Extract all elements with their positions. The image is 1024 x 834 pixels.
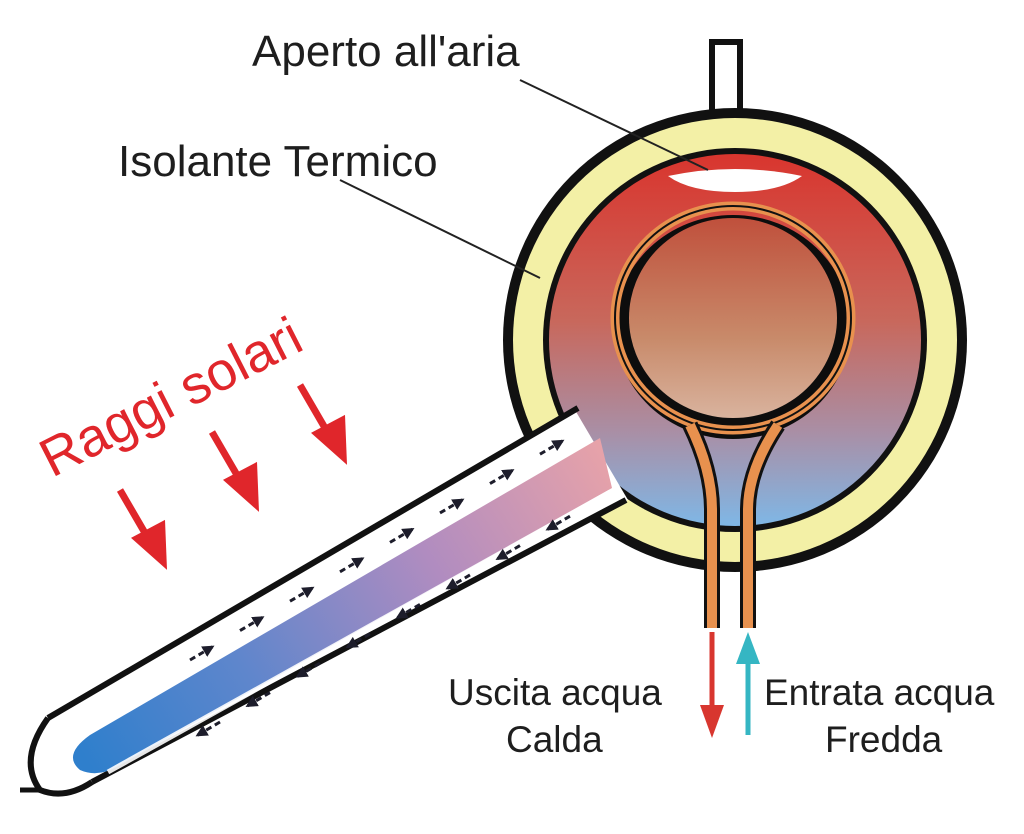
flow-arrow xyxy=(389,527,415,544)
flow-arrow xyxy=(295,661,321,678)
hot-water-out-label-2: Calda xyxy=(506,719,603,760)
insulation-label: Isolante Termico xyxy=(118,137,438,186)
flow-arrow xyxy=(345,632,371,649)
flow-arrow xyxy=(439,498,465,515)
tube-fluid xyxy=(72,438,612,774)
sun-ray-arrows xyxy=(116,383,347,570)
flow-arrow xyxy=(395,603,421,619)
flow-arrow xyxy=(239,616,265,632)
sun-rays-label: Raggi solari xyxy=(30,306,311,489)
flow-arrows xyxy=(189,439,571,737)
leader-lines xyxy=(339,79,709,279)
flow-arrow xyxy=(445,573,471,590)
evacuated-tube xyxy=(20,405,628,797)
flow-arrow xyxy=(339,557,365,574)
flow-arrow xyxy=(545,514,571,531)
air-gap xyxy=(668,169,802,192)
flow-arrow xyxy=(495,544,521,561)
sun-ray-arrow xyxy=(208,430,259,512)
inner-cylinder xyxy=(610,201,856,439)
flow-arrow xyxy=(489,469,515,485)
cold-water-in-label-1: Entrata acqua xyxy=(764,672,995,713)
flow-arrow xyxy=(539,439,565,456)
sun-ray-arrow xyxy=(116,488,167,570)
hot-water-outlet-arrow xyxy=(700,632,724,738)
flow-arrow xyxy=(189,645,215,662)
cold-water-inlet-arrow xyxy=(736,632,760,735)
flow-arrow xyxy=(289,586,315,603)
flow-arrow xyxy=(245,691,271,708)
hot-water-out-label-1: Uscita acqua xyxy=(448,672,662,713)
open-air-label: Aperto all'aria xyxy=(252,27,520,76)
flow-arrow xyxy=(195,720,221,737)
exchanger-pipes xyxy=(682,420,785,628)
sun-ray-arrow xyxy=(296,383,347,465)
cold-water-in-label-2: Fredda xyxy=(825,719,943,760)
